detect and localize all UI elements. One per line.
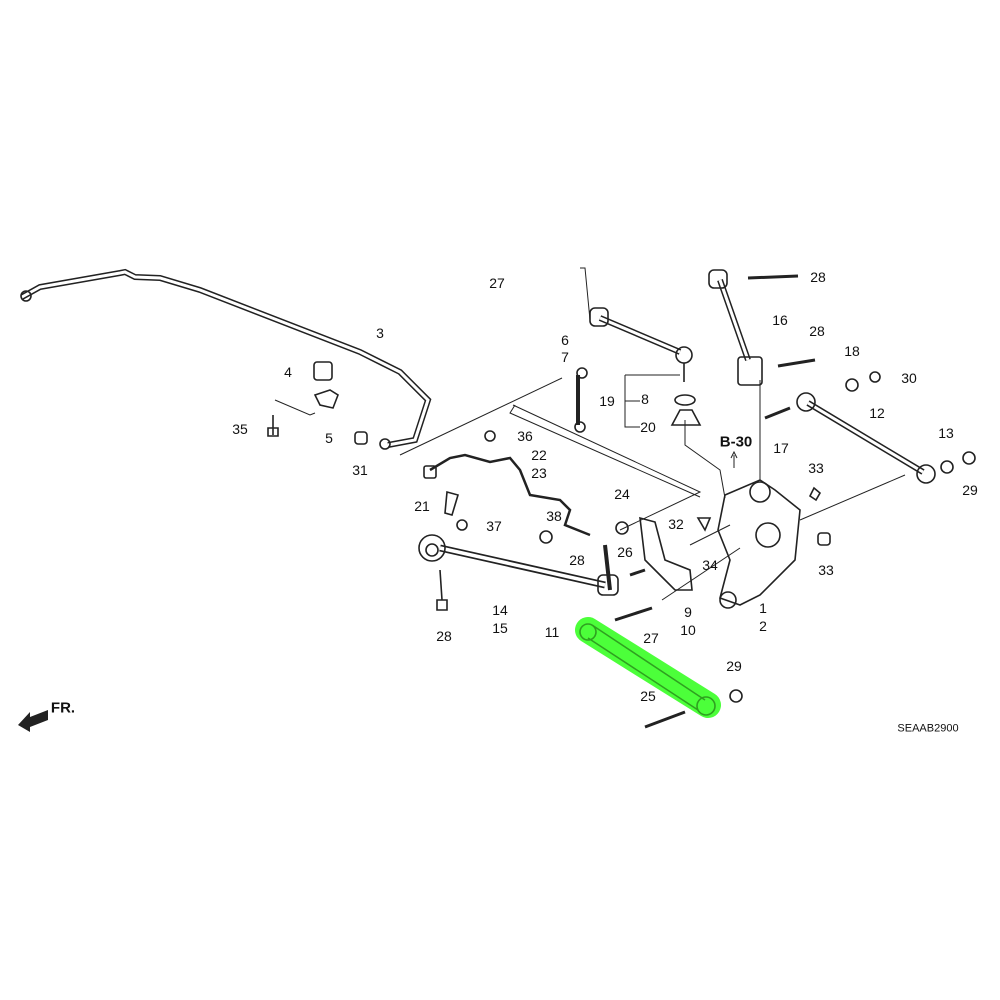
callout[interactable]: 26: [617, 544, 633, 560]
boot-8: [674, 394, 696, 406]
callout[interactable]: 13: [938, 425, 954, 441]
nut-31: [354, 431, 368, 445]
bolt-28d: [436, 569, 448, 611]
callout[interactable]: 14: [492, 602, 508, 618]
callout[interactable]: 6: [561, 332, 569, 348]
callout[interactable]: 2: [759, 618, 767, 634]
callout[interactable]: 23: [531, 465, 547, 481]
callout[interactable]: 32: [668, 516, 684, 532]
callout[interactable]: 16: [772, 312, 788, 328]
knuckle: [717, 479, 801, 609]
bolt-28b: [777, 358, 816, 368]
stabilizer-bar: [20, 268, 432, 450]
callout[interactable]: 36: [517, 428, 533, 444]
callout[interactable]: 24: [614, 486, 630, 502]
callout[interactable]: 29: [726, 658, 742, 674]
arm-12: [796, 392, 936, 484]
sensor-harness: [429, 453, 591, 537]
cushion-20: [670, 409, 702, 426]
upper-arm: [589, 307, 693, 382]
bolt-25: [644, 710, 686, 729]
reference-label[interactable]: B-30: [719, 433, 753, 451]
diagram-code: SEAAB2900: [897, 722, 959, 735]
reference-arrow-icon: [730, 450, 738, 468]
callout[interactable]: 18: [844, 343, 860, 359]
bolt-27: [614, 606, 653, 622]
callout[interactable]: 25: [640, 688, 656, 704]
callout[interactable]: 10: [680, 622, 696, 638]
callout[interactable]: 8: [641, 391, 649, 407]
callout[interactable]: 1: [759, 600, 767, 616]
bolt-17: [764, 406, 791, 420]
nut-33: [808, 486, 822, 502]
bolt-38: [539, 530, 553, 544]
callout[interactable]: 33: [818, 562, 834, 578]
callout[interactable]: 37: [486, 518, 502, 534]
callout[interactable]: 34: [702, 557, 718, 573]
callout[interactable]: 35: [232, 421, 248, 437]
nut-13: [940, 460, 954, 474]
bracket-21: [444, 490, 460, 516]
callout[interactable]: 4: [284, 364, 292, 380]
bolt-26: [629, 568, 646, 577]
nut-24: [615, 521, 629, 535]
leader: [274, 399, 316, 416]
arm-16: [708, 269, 763, 386]
bolt-35: [267, 415, 279, 437]
bolt-37: [456, 519, 468, 531]
leader-lines: [399, 267, 906, 601]
callout[interactable]: 15: [492, 620, 508, 636]
bolt-28: [747, 274, 799, 280]
callout[interactable]: 29: [962, 482, 978, 498]
callout[interactable]: 17: [773, 440, 789, 456]
callout[interactable]: 11: [544, 624, 560, 640]
callout[interactable]: 20: [640, 419, 656, 435]
callout[interactable]: 27: [643, 630, 659, 646]
callout[interactable]: 27: [489, 275, 505, 291]
bracket-5: [313, 389, 339, 409]
clip-36: [484, 430, 496, 442]
bracket-9: [639, 516, 693, 591]
connector: [423, 465, 437, 479]
nut-29: [962, 451, 976, 465]
callout[interactable]: 28: [569, 552, 585, 568]
callout[interactable]: 5: [325, 430, 333, 446]
arm-14: [418, 534, 619, 596]
callout[interactable]: 22: [531, 447, 547, 463]
callout[interactable]: 38: [546, 508, 562, 524]
callout[interactable]: 7: [561, 349, 569, 365]
callout[interactable]: 21: [414, 498, 430, 514]
bolt-28c: [603, 544, 612, 591]
callout[interactable]: 12: [869, 405, 885, 421]
stabilizer-link: [574, 367, 588, 433]
callout[interactable]: 28: [436, 628, 452, 644]
nut-29b: [729, 689, 743, 703]
callout[interactable]: 31: [352, 462, 368, 478]
callout[interactable]: 28: [810, 269, 826, 285]
nut-30: [869, 371, 881, 383]
callout[interactable]: 19: [599, 393, 615, 409]
washer-18: [845, 378, 859, 392]
highlighted-arm-11: [575, 617, 721, 718]
callout[interactable]: 9: [684, 604, 692, 620]
callout[interactable]: 28: [809, 323, 825, 339]
callout[interactable]: 33: [808, 460, 824, 476]
callout[interactable]: 30: [901, 370, 917, 386]
clip-32: [696, 517, 712, 532]
front-arrow-icon: [18, 710, 48, 732]
front-marker: FR.: [50, 699, 76, 717]
bushing-4: [313, 361, 333, 381]
nut-33b: [817, 532, 831, 546]
callout[interactable]: 3: [376, 325, 384, 341]
